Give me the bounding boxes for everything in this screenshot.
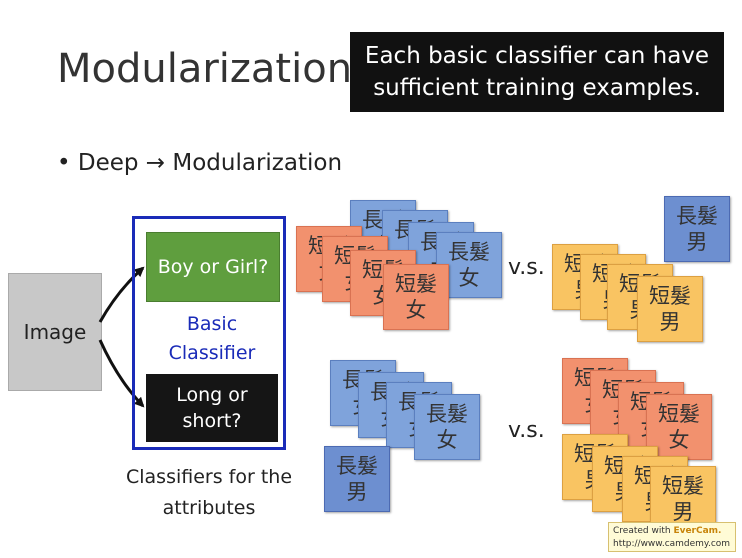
long-or-short-line-2: short? <box>182 410 242 432</box>
long-or-short-classifier: Long or short? <box>146 374 278 442</box>
card-short-hair-girl: 短髮女 <box>383 264 449 330</box>
basic-classifier-frame <box>132 216 286 450</box>
arrow-to-long-or-short <box>98 339 145 408</box>
vs-label-top: v.s. <box>508 255 545 280</box>
boy-or-girl-label: Boy or Girl? <box>157 256 269 278</box>
watermark-prefix: Created with <box>613 526 674 536</box>
arrow-to-boy-or-girl <box>98 266 145 323</box>
watermark-brand: EverCam. <box>673 526 722 536</box>
card-long-hair-boy: 長髮男 <box>324 446 390 512</box>
slide-title: Modularization <box>57 46 353 92</box>
card-short-hair-boy: 短髮男 <box>637 276 703 342</box>
callout-line-1: Each basic classifier can have <box>364 43 710 69</box>
card-long-hair-boy: 長髮男 <box>664 196 730 262</box>
callout-line-2: sufficient training examples. <box>373 75 701 101</box>
basic-label-line-2: Classifier <box>168 342 256 364</box>
callout-box: Each basic classifier can have sufficien… <box>350 32 724 112</box>
image-input-box: Image <box>8 273 102 391</box>
card-short-hair-boy: 短髮男 <box>650 466 716 532</box>
card-long-hair-girl: 長髮女 <box>414 394 480 460</box>
bullet-point: • Deep → Modularization <box>57 150 343 176</box>
basic-label-line-1: Basic <box>186 313 238 335</box>
long-or-short-line-1: Long or <box>176 384 248 406</box>
boy-or-girl-classifier: Boy or Girl? <box>146 232 280 302</box>
image-input-label: Image <box>23 320 87 344</box>
vs-label-bottom: v.s. <box>508 418 545 443</box>
classifiers-caption: Classifiers for the attributes <box>104 462 314 524</box>
evercam-watermark: Created with EverCam. http://www.camdemy… <box>608 522 736 552</box>
basic-classifier-label: Basic Classifier <box>146 310 278 368</box>
caption-line-1: Classifiers for the <box>125 466 293 488</box>
watermark-url: http://www.camdemy.com <box>613 539 731 549</box>
caption-line-2: attributes <box>162 497 256 519</box>
